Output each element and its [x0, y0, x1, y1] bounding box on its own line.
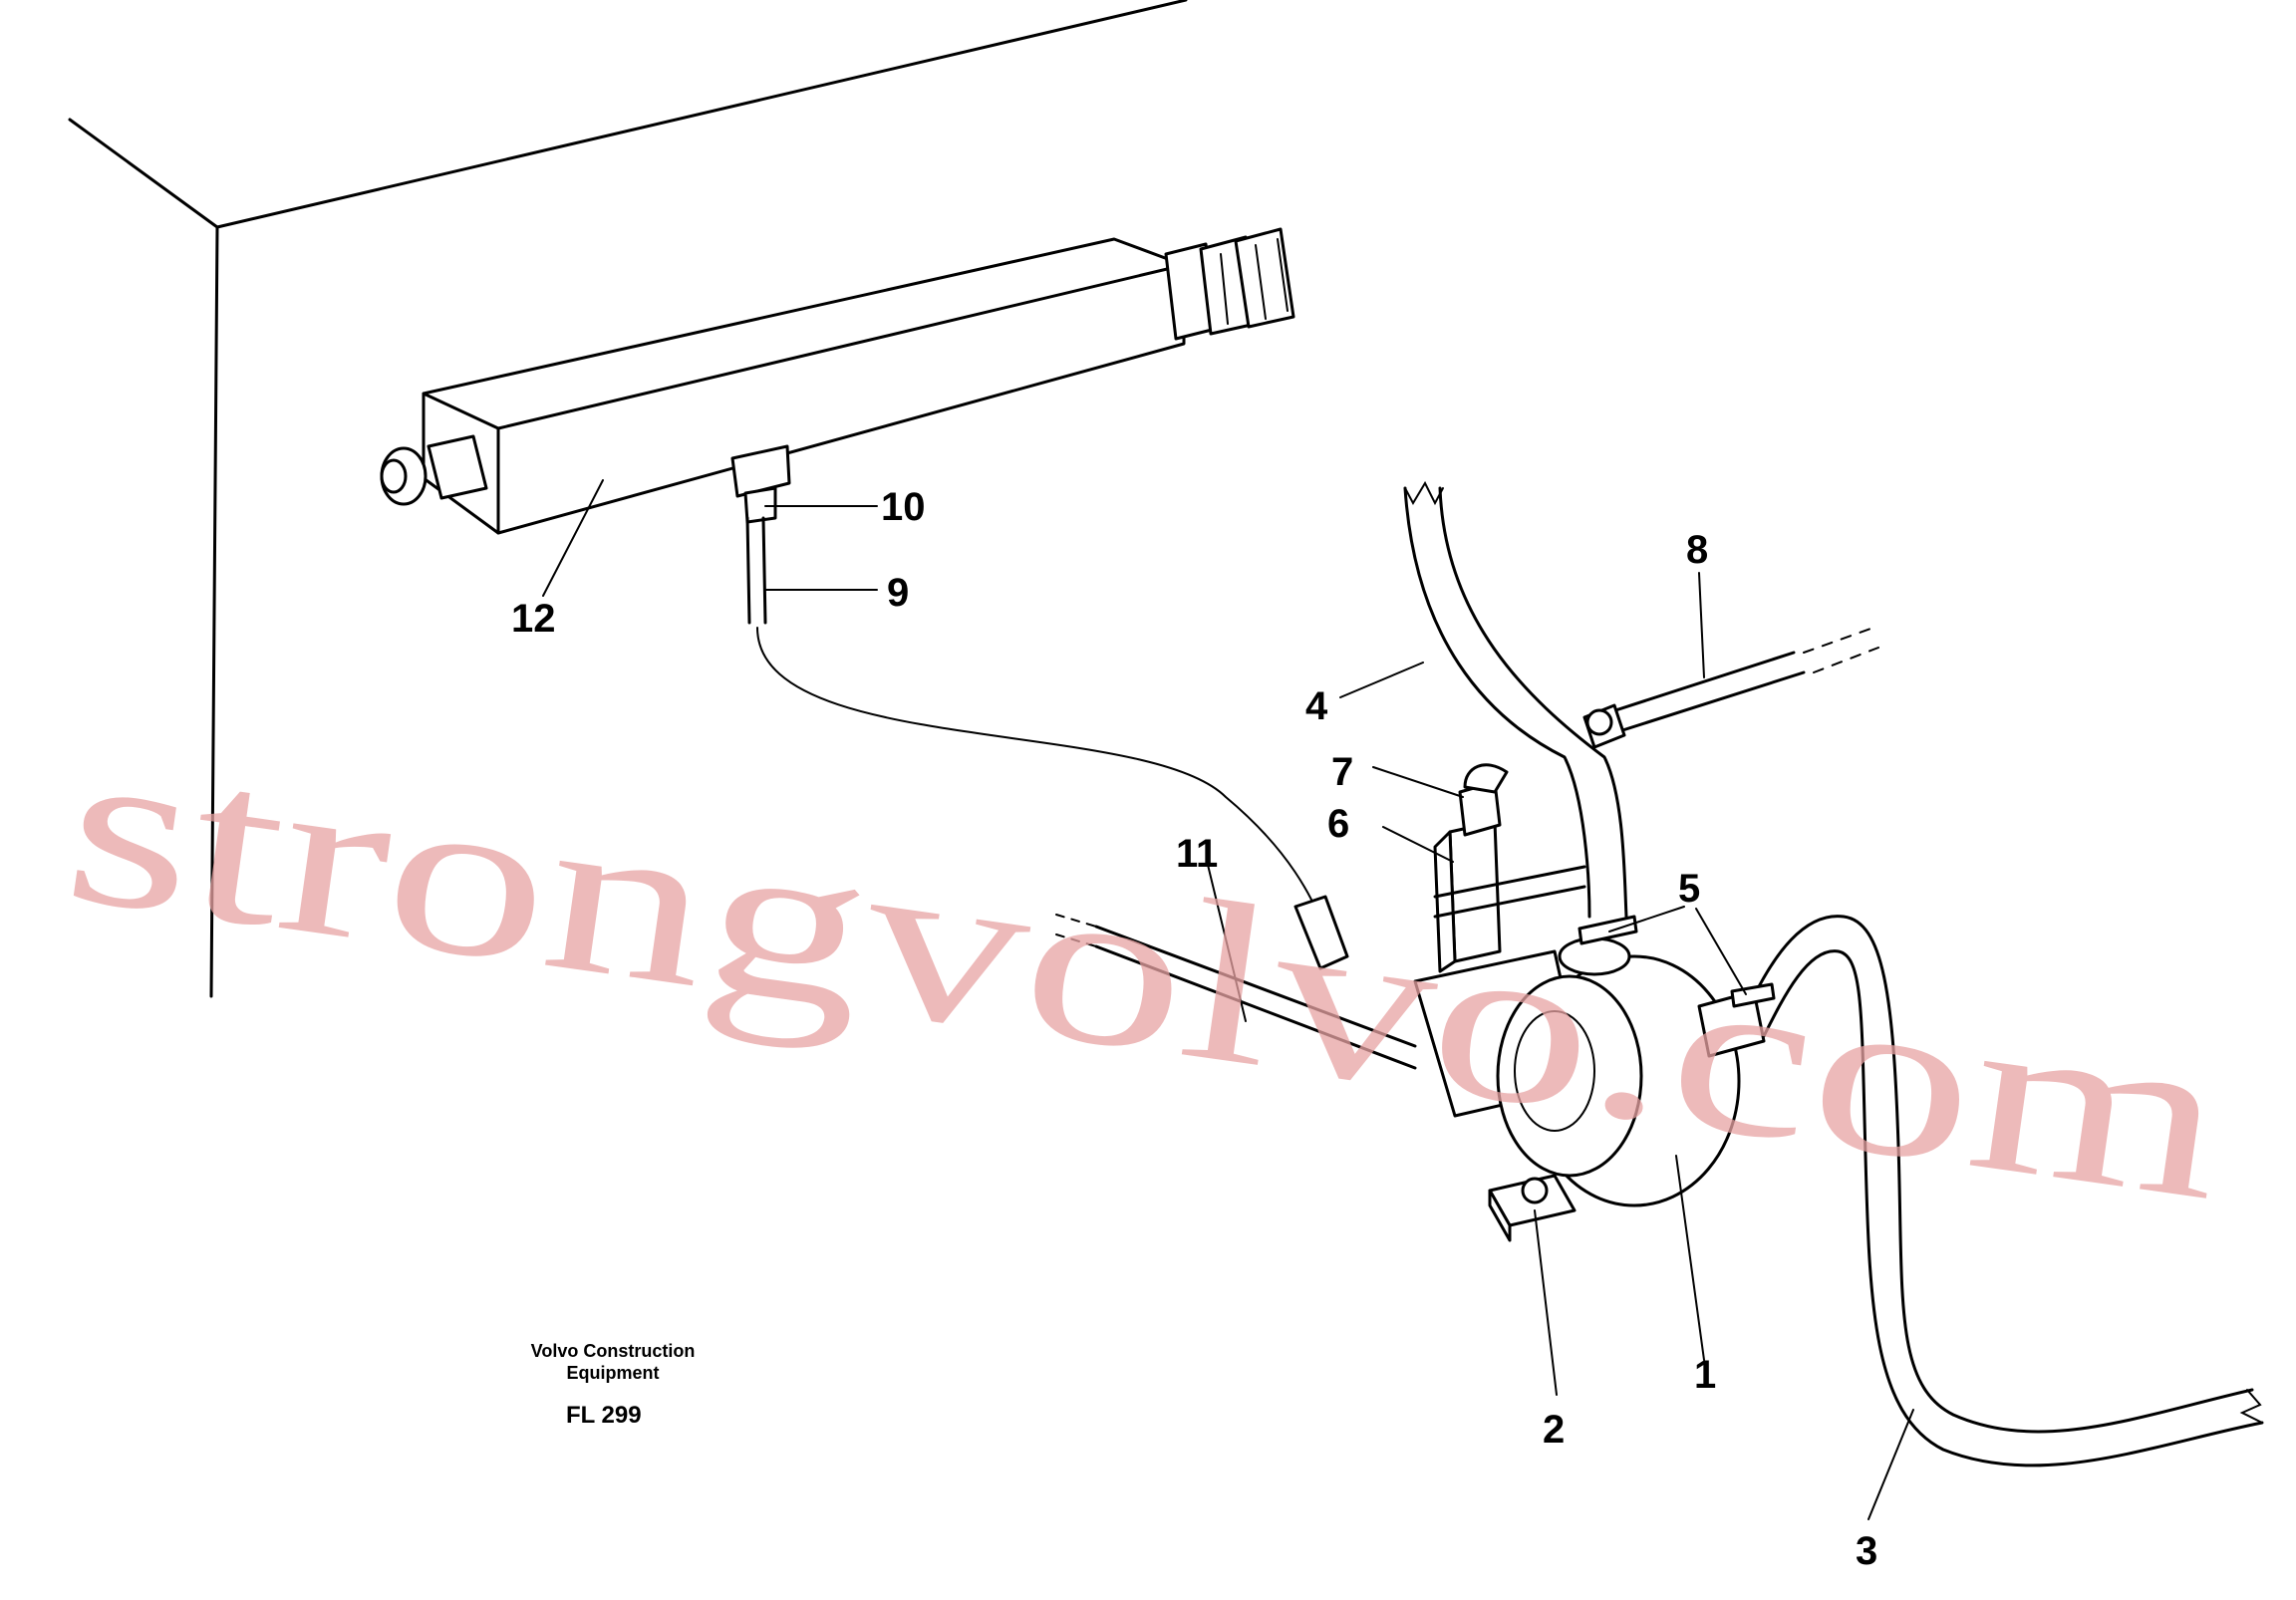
leader-8 — [1698, 572, 1705, 678]
leader-7 — [1372, 766, 1464, 798]
leader-5a — [1608, 906, 1685, 933]
watermark-text: strongvolvo.com — [53, 694, 2239, 1248]
leader-5b — [1695, 908, 1747, 995]
callout-3: 3 — [1856, 1529, 1877, 1573]
part-2-bracket — [1488, 1174, 1577, 1242]
caption-line-1: Volvo Construction — [531, 1341, 696, 1361]
caption-block: Volvo Construction Equipment FL 299 — [531, 1341, 696, 1429]
leader-11 — [1207, 864, 1247, 1022]
callout-6: 6 — [1327, 802, 1349, 846]
part-6-sensor — [1433, 820, 1502, 973]
part-1-pump — [1413, 936, 1766, 1207]
callout-12: 12 — [511, 597, 556, 641]
callout-5: 5 — [1678, 867, 1700, 911]
leader-6 — [1382, 826, 1454, 863]
callout-11: 11 — [1176, 832, 1218, 876]
part-9-pipe — [745, 516, 1349, 970]
caption-line-2: Equipment — [567, 1363, 660, 1383]
callout-8: 8 — [1686, 528, 1708, 572]
part-12-valve-block — [380, 227, 1295, 535]
part-3-hose — [1752, 915, 2264, 1467]
caption-code: FL 299 — [566, 1402, 642, 1429]
leader-1 — [1675, 1155, 1705, 1361]
machine-frame — [68, 0, 1188, 998]
callout-labels: 1 2 3 4 5 6 7 8 9 10 11 12 — [511, 485, 1877, 1573]
part-7-elbow — [1458, 763, 1509, 837]
callout-10: 10 — [881, 485, 926, 529]
part-8-hose — [1582, 627, 1879, 749]
callout-9: 9 — [887, 571, 909, 615]
leader-12 — [542, 479, 604, 597]
leader-lines — [542, 479, 1914, 1520]
callout-7: 7 — [1331, 750, 1353, 794]
leader-3 — [1867, 1409, 1914, 1520]
leader-4 — [1339, 662, 1424, 698]
part-4-hose — [1403, 480, 1628, 919]
callout-1: 1 — [1694, 1353, 1716, 1397]
leader-2 — [1534, 1209, 1558, 1396]
part-11-shaft — [1055, 865, 1586, 1070]
callout-2: 2 — [1543, 1408, 1565, 1452]
callout-4: 4 — [1305, 684, 1328, 728]
